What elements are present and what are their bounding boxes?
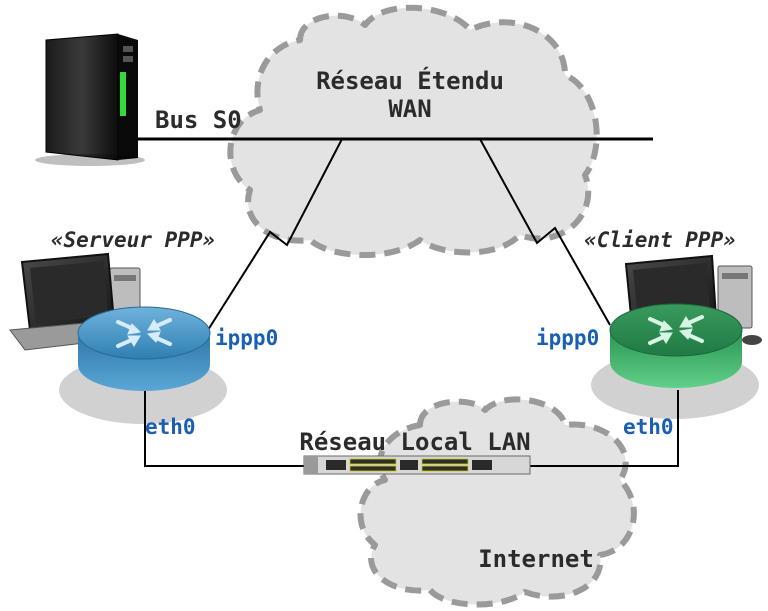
internet-label: Internet [478,545,594,573]
server-tower-icon [35,33,145,166]
internet-cloud: Internet [357,396,637,608]
lan-label: Réseau Local LAN [299,428,530,456]
bus-s0-label: Bus S0 [155,106,242,134]
client-eth-iface-label: eth0 [623,415,674,439]
network-switch-icon [303,455,531,475]
server-role-label: «Serveur PPP» [51,228,215,252]
router-icon [59,306,227,424]
client-role-label: «Client PPP» [584,228,736,252]
client-ppp-iface-label: ippp0 [536,326,599,350]
server-ppp-iface-label: ippp0 [215,326,278,350]
wan-link-server [207,138,343,331]
wan-cloud-subtitle: WAN [388,95,431,123]
wan-cloud: Réseau Étendu WAN [227,4,600,258]
wan-link-client [479,138,611,326]
wan-cloud-title: Réseau Étendu [316,66,504,95]
router-icon [591,303,759,419]
server-eth-iface-label: eth0 [145,415,196,439]
